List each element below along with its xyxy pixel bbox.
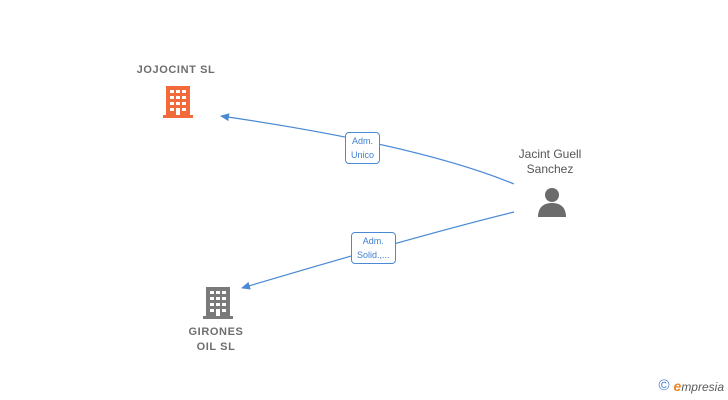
edge-label-line-2: Solid.,...	[357, 250, 390, 260]
edge-label-line-1: Adm.	[362, 236, 384, 246]
building-icon[interactable]	[162, 84, 194, 119]
edge-person-to-jojocint	[220, 113, 515, 185]
person-name-line-2: Sanchez	[526, 162, 574, 176]
edge-label-adm-unico[interactable]: Adm. Unico	[345, 132, 381, 164]
edge-label-adm-solid[interactable]: Adm. Solid.,...	[351, 232, 396, 264]
brand-watermark[interactable]: © empresia	[658, 377, 724, 394]
person-name[interactable]: Jacint Guell Sanchez	[490, 147, 610, 177]
company-name-girones[interactable]: GIRONES OIL SL	[156, 325, 276, 355]
company-name-line-2: OIL SL	[196, 341, 236, 353]
copyright-icon: ©	[658, 377, 670, 394]
edge-label-line-1: Adm.	[352, 136, 374, 146]
empresia-logo: empresia	[673, 377, 724, 394]
company-name-jojocint[interactable]: JOJOCINT SL	[136, 64, 216, 76]
edge-person-to-girones	[241, 211, 515, 290]
person-icon[interactable]	[536, 186, 568, 218]
edge-label-line-2: Unico	[351, 150, 375, 160]
building-icon[interactable]	[202, 285, 234, 320]
company-name-line-1: GIRONES	[188, 326, 244, 338]
person-name-line-1: Jacint Guell	[518, 147, 582, 161]
